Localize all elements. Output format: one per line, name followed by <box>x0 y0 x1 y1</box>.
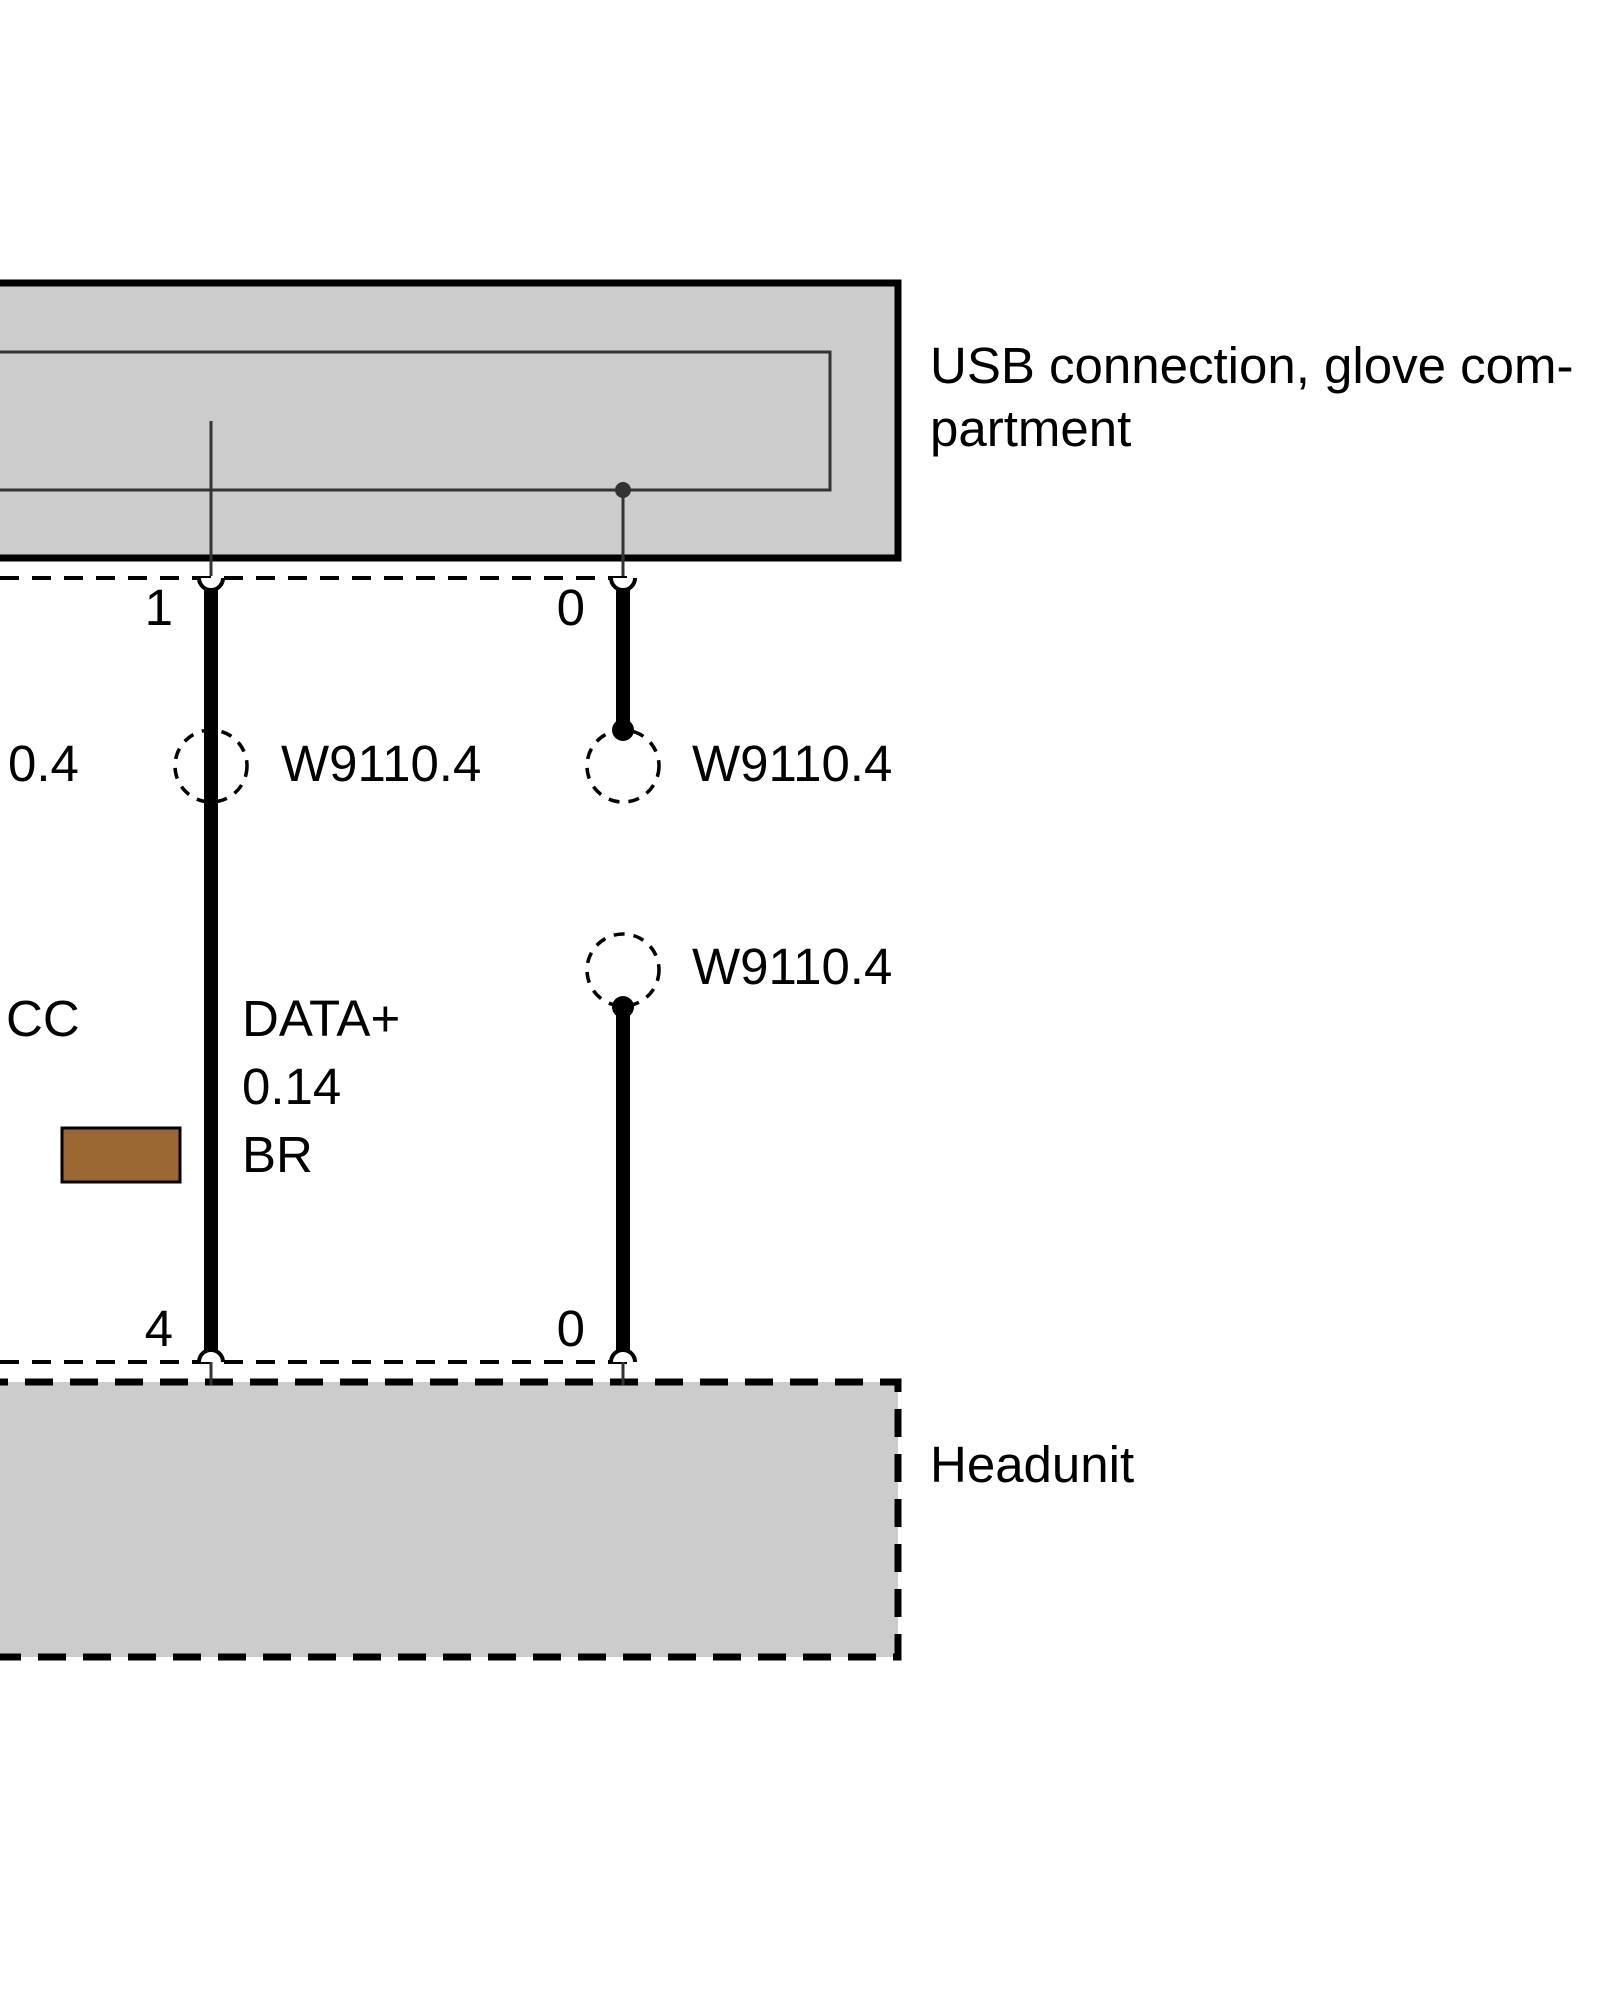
splice-circle-left <box>173 728 249 804</box>
pin-number-usb-right: 0 <box>557 579 585 636</box>
usb-connection-inner-frame <box>0 350 832 492</box>
usb-connection-component <box>0 279 902 576</box>
headunit-component <box>0 1378 902 1661</box>
headunit-label: Headunit <box>930 1436 1134 1493</box>
pin-number-usb-left: 1 <box>145 579 173 636</box>
wire-label-data-plus-cross-section: 0.14 <box>242 1058 341 1115</box>
pin-terminal-headunit-0 <box>609 1348 637 1363</box>
splice-label-right-upper: W9110.4 <box>692 735 892 792</box>
wire-color-swatch <box>60 1126 182 1184</box>
pin-number-headunit-right: 0 <box>557 1300 585 1357</box>
headunit-box <box>0 1378 902 1661</box>
splice-circle-right-upper <box>585 728 661 804</box>
splice-label-right-lower: W9110.4 <box>692 938 892 995</box>
splice-label-left: W9110.4 <box>281 735 481 792</box>
wire-label-left-partial-signal: CC <box>6 990 80 1047</box>
usb-internal-junction-dot <box>615 482 631 498</box>
usb-connection-label-line2: partment <box>930 400 1131 457</box>
pin-terminal-headunit-4 <box>197 1348 225 1363</box>
usb-connection-box <box>0 279 902 562</box>
pin-number-headunit-left: 4 <box>145 1300 173 1357</box>
splice-label-left-partial: 0.4 <box>8 735 79 792</box>
pin-terminal-usb-0 <box>609 577 637 592</box>
splice-circle-right-lower <box>585 932 661 1008</box>
wire-label-data-plus-color: BR <box>242 1126 313 1183</box>
wire-label-data-plus-signal: DATA+ <box>242 990 400 1047</box>
pin-terminal-usb-1 <box>197 577 225 592</box>
usb-connection-label-line1: USB connection, glove com- <box>930 337 1573 394</box>
